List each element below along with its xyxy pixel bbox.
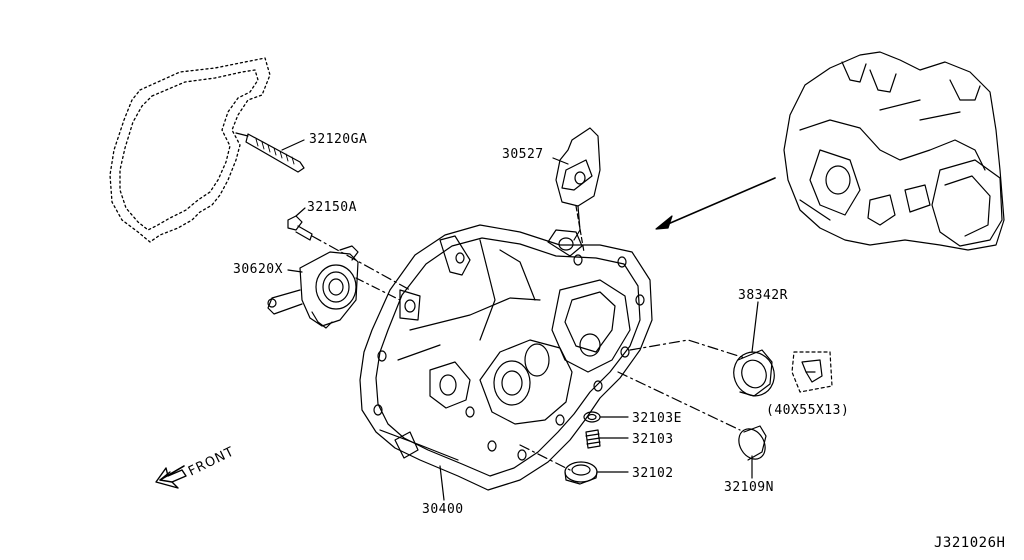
gasket-outline bbox=[109, 57, 271, 243]
stud-32120ga bbox=[235, 132, 305, 173]
label-32103: 32103 bbox=[632, 432, 674, 447]
bearing-size-label: (40X55X13) bbox=[766, 403, 850, 418]
label-30400: 30400 bbox=[422, 502, 464, 517]
label-32109n: 32109N bbox=[724, 480, 774, 495]
bolt-32150a bbox=[287, 207, 411, 291]
seal-32102 bbox=[564, 461, 629, 485]
clutch-housing-30400 bbox=[359, 224, 653, 501]
view-arrow bbox=[655, 177, 776, 230]
front-arrow bbox=[155, 465, 187, 489]
label-32103e: 32103E bbox=[632, 411, 682, 426]
label-32150a: 32150A bbox=[307, 200, 357, 215]
label-38342r: 38342R bbox=[738, 288, 788, 303]
bracket-30527 bbox=[552, 127, 601, 253]
label-32120ga: 32120GA bbox=[309, 132, 368, 147]
label-32102: 32102 bbox=[632, 466, 674, 481]
plug-32109n bbox=[738, 425, 767, 479]
clutch-slave-cylinder-30620x bbox=[267, 245, 401, 329]
transaxle-reference-view bbox=[783, 51, 1005, 251]
oil-seal-38342r bbox=[733, 301, 775, 397]
seal-section-detail bbox=[791, 351, 833, 393]
leader-dashed-lines bbox=[519, 339, 746, 471]
plug-32103 bbox=[585, 429, 629, 449]
diagram-id: J321026H bbox=[934, 535, 1006, 551]
label-30620x: 30620X bbox=[233, 262, 283, 277]
label-30527: 30527 bbox=[502, 147, 544, 162]
washer-32103e bbox=[583, 411, 629, 423]
